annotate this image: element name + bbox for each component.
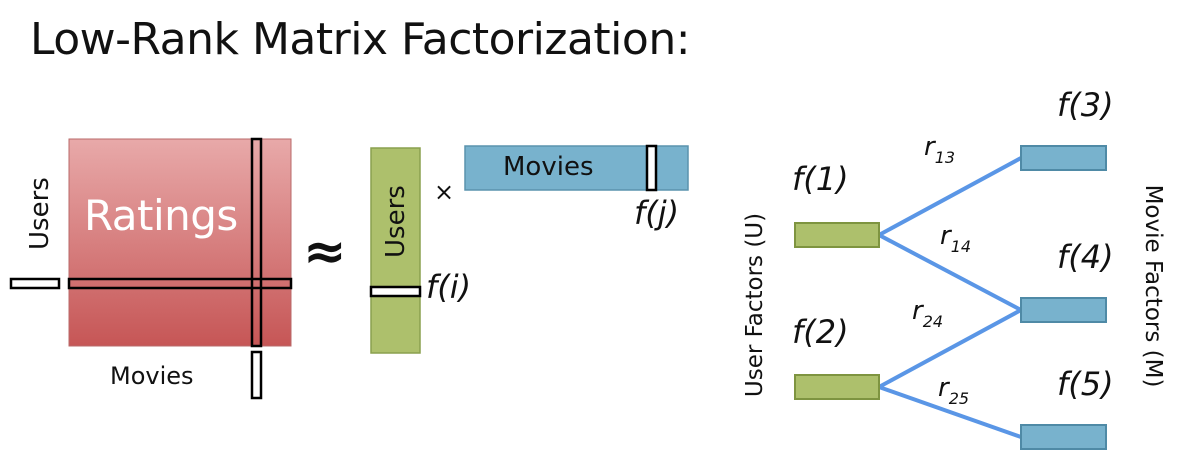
user-factor-matrix [370, 147, 421, 354]
user-factor-users-label: Users [381, 185, 411, 258]
movie-factor-col-highlight [645, 144, 658, 192]
edge-label-r24: r24 [912, 296, 943, 331]
edge-label-r24-sub: 24 [922, 312, 944, 331]
ratings-users-label: Users [25, 177, 55, 250]
movie-node-3 [1020, 145, 1107, 171]
edge-r25 [878, 385, 1022, 439]
ratings-matrix [68, 138, 292, 347]
ratings-row-highlight [67, 277, 293, 290]
edge-label-r25-sub: 25 [948, 389, 970, 408]
edge-label-r13: r13 [924, 132, 955, 167]
movie-node-4 [1020, 297, 1107, 323]
ratings-row-marker [9, 277, 61, 290]
ratings-label: Ratings [84, 191, 238, 240]
movie-factor-fj-label: f(j) [634, 194, 680, 232]
node-label-f1: f(1) [792, 160, 849, 198]
ratings-col-highlight [250, 137, 263, 348]
edge-r13 [878, 156, 1022, 237]
user-factors-axis-label: User Factors (U) [742, 212, 768, 398]
user-node-2 [794, 374, 880, 400]
edge-label-r13-base: r [924, 132, 935, 162]
node-label-f2: f(2) [792, 313, 849, 351]
node-label-f4: f(4) [1057, 238, 1114, 276]
user-factor-row-highlight [369, 285, 422, 298]
node-label-f5: f(5) [1057, 365, 1114, 403]
ratings-movies-label: Movies [110, 362, 194, 390]
movie-factors-axis-label: Movie Factors (M) [1140, 184, 1166, 388]
node-label-f3: f(3) [1057, 86, 1114, 124]
ratings-col-marker [250, 350, 263, 400]
edge-label-r14: r14 [940, 221, 971, 256]
user-factor-fi-label: f(i) [426, 268, 472, 306]
edge-label-r14-sub: 14 [950, 237, 972, 256]
edge-label-r24-base: r [912, 296, 923, 326]
edge-label-r13-sub: 13 [934, 148, 956, 167]
times-symbol: × [434, 178, 455, 206]
edge-label-r25-base: r [938, 373, 949, 403]
edge-label-r25: r25 [938, 373, 969, 408]
user-node-1 [794, 222, 880, 248]
edge-label-r14-base: r [940, 221, 951, 251]
edge-r24 [878, 308, 1022, 389]
approx-symbol: ≈ [303, 222, 347, 282]
edge-r14 [878, 233, 1022, 312]
page-title: Low-Rank Matrix Factorization: [30, 14, 691, 65]
movie-factor-movies-label: Movies [503, 152, 594, 182]
movie-node-5 [1020, 424, 1107, 450]
